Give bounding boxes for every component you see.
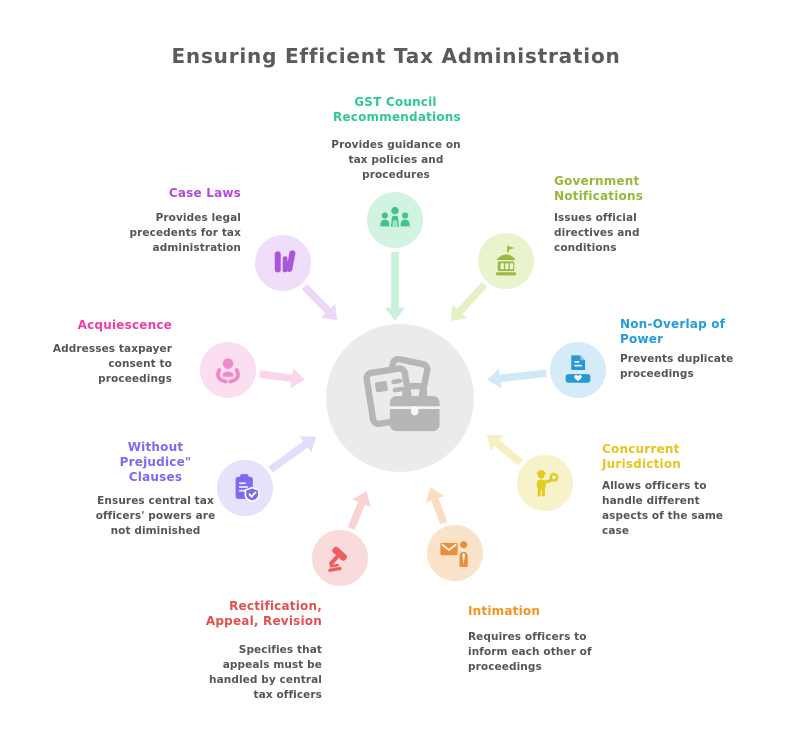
node-title: Concurrent Jurisdiction: [602, 442, 682, 471]
node-icon-circle: [214, 457, 276, 519]
node-title: Acquiescence: [77, 318, 172, 332]
node-icon-circle: [514, 452, 576, 514]
law-books-icon: [274, 250, 296, 273]
node-title: Case Laws: [168, 186, 241, 200]
arrow-concurrent-jurisdiction: [485, 433, 525, 468]
node-icon-circle: [197, 339, 259, 401]
arrow-intimation: [423, 484, 450, 527]
node-icon-circle: [547, 339, 609, 401]
center-hub-circle: [326, 324, 474, 472]
mail-person-icon: [440, 541, 468, 567]
node-icon-circle: [252, 232, 314, 294]
gavel-icon: [328, 546, 348, 572]
node-title: GST Council Recommendations: [333, 95, 461, 124]
arrow-government-notifications: [449, 279, 490, 323]
node-description: Provides guidance on tax policies and pr…: [331, 139, 461, 181]
node-description: Provides legal precedents for tax admini…: [129, 212, 241, 254]
node-description: Allows officers to handle different aspe…: [602, 480, 724, 537]
node-description: Prevents duplicate proceedings: [620, 353, 734, 380]
arrow-non-overlap: [484, 365, 549, 392]
node-description: Ensures central tax officers' powers are…: [95, 495, 216, 537]
node-icon-circle: [364, 189, 426, 251]
document-handshake-icon: [565, 355, 591, 383]
arrow-acquiescence: [257, 365, 308, 391]
node-title: Intimation: [468, 604, 541, 618]
node-title: Non-Overlap of Power: [620, 317, 726, 346]
node-description: Specifies that appeals must be handled b…: [209, 644, 322, 701]
node-description: Addresses taxpayer consent to proceeding…: [52, 343, 172, 385]
node-title: Government Notifications: [554, 174, 644, 203]
arrow-gst-council: [381, 250, 409, 324]
node-description: Issues official directives and condition…: [554, 212, 640, 254]
government-building-icon: [495, 245, 517, 276]
node-title: Rectification, Appeal, Revision: [205, 599, 322, 628]
node-description: Requires officers to inform each other o…: [468, 631, 592, 673]
caring-hands-icon: [216, 358, 240, 384]
arrow-rectification: [345, 488, 374, 532]
documents-briefcase-icon: [363, 355, 440, 432]
node-icon-circle: [424, 522, 486, 584]
arrow-case-laws: [299, 281, 339, 322]
officer-badge-icon: [536, 470, 559, 497]
node-icon-circle: [309, 527, 371, 589]
arrow-without-prejudice: [266, 434, 318, 475]
clipboard-shield-icon: [235, 474, 260, 503]
council-people-icon: [380, 206, 410, 227]
page-title: Ensuring Efficient Tax Administration: [171, 44, 621, 68]
node-title: Without Prejudice" Clauses: [119, 440, 192, 484]
node-icon-circle: [475, 230, 537, 292]
